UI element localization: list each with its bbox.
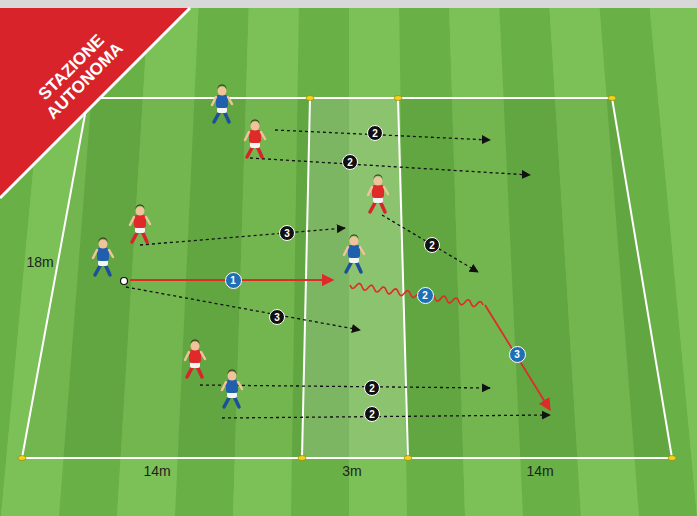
red-player: [130, 205, 150, 243]
dimension-label: 3m: [342, 463, 361, 479]
players: [93, 85, 388, 408]
dimension-label: 14m: [526, 463, 553, 479]
callout-text: 2: [369, 383, 375, 394]
callout-number: 2: [364, 380, 380, 396]
dimension-text: 14m: [526, 463, 553, 479]
callout-number: 3: [279, 225, 295, 241]
callout-text: 3: [514, 349, 520, 360]
callout-number: 2: [367, 125, 383, 141]
ball: [121, 278, 128, 285]
callout-text: 1: [230, 275, 236, 286]
middle-band: [302, 98, 408, 458]
callout-number: 2: [417, 287, 434, 304]
blue-player: [93, 238, 113, 276]
callout-text: 3: [284, 228, 290, 239]
pitch-area: [22, 98, 672, 458]
dribble-arrow: [350, 283, 483, 306]
callout-text: 2: [372, 128, 378, 139]
callout-number: 1: [225, 272, 242, 289]
corner-ribbon: [0, 8, 190, 198]
red-player: [368, 175, 388, 213]
dimension-text: 18m: [26, 254, 53, 270]
callout-number: 2: [364, 406, 380, 422]
ribbon-edge: [0, 8, 190, 198]
callout-text: 2: [347, 157, 353, 168]
top-strip: [0, 0, 697, 8]
red-player: [245, 120, 265, 158]
blue-player: [212, 85, 232, 123]
callout-number: 3: [269, 309, 285, 325]
dimension-label: 18m: [26, 254, 53, 270]
callout-number: 3: [509, 346, 526, 363]
dimension-text: 3m: [342, 463, 361, 479]
callout-number: 2: [342, 154, 358, 170]
callout-text: 2: [429, 240, 435, 251]
callout-text: 2: [422, 290, 428, 301]
blue-player: [344, 235, 364, 273]
callout-text: 2: [369, 409, 375, 420]
run-arrow: [485, 305, 550, 410]
callout-text: 3: [274, 312, 280, 323]
dimension-text: 14m: [143, 463, 170, 479]
run-arrows: [126, 130, 550, 418]
blue-player: [222, 370, 242, 408]
dimension-label: 14m: [143, 463, 170, 479]
red-player: [185, 340, 205, 378]
cones: [18, 96, 676, 461]
callout-number: 2: [424, 237, 440, 253]
